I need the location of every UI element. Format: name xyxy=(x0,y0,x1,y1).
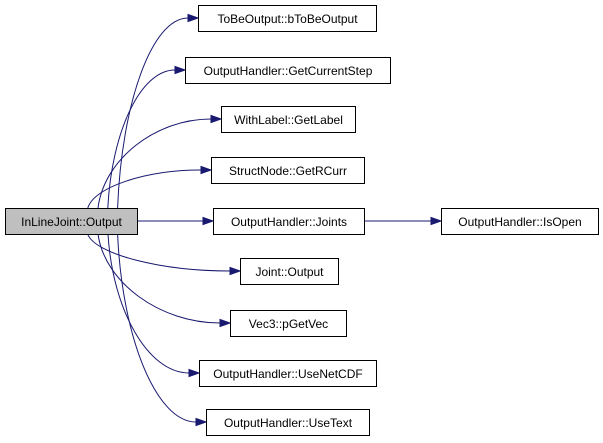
node-label: OutputHandler::IsOpen xyxy=(458,215,581,229)
arrowhead-icon xyxy=(200,165,213,175)
node-label: OutputHandler::Joints xyxy=(231,215,347,229)
node-struct-node-get-r-curr[interactable]: StructNode::GetRCurr xyxy=(211,157,365,184)
node-label: Joint::Output xyxy=(255,265,324,279)
node-label: OutputHandler::GetCurrentStep xyxy=(204,64,373,78)
node-output-handler-use-net-cdf[interactable]: OutputHandler::UseNetCDF xyxy=(199,360,377,387)
node-box xyxy=(213,208,365,235)
node-joint-output[interactable]: Joint::Output xyxy=(240,258,339,285)
node-output-handler-get-current-step[interactable]: OutputHandler::GetCurrentStep xyxy=(185,57,391,84)
node-box xyxy=(185,57,391,84)
call-edge-vec3-p-get-vec xyxy=(97,233,221,324)
arrowhead-icon xyxy=(202,216,215,226)
arrowhead-icon xyxy=(219,318,232,328)
call-graph-edges xyxy=(87,13,443,427)
arrowhead-icon xyxy=(187,13,200,23)
call-edge-joint-output xyxy=(87,233,231,272)
call-edge-output-handler-get-current-step xyxy=(107,69,176,209)
arrowhead-icon xyxy=(430,216,443,226)
call-edge-struct-node-get-r-curr xyxy=(87,169,202,209)
node-label: WithLabel::GetLabel xyxy=(234,113,343,127)
node-inline-joint-output[interactable]: InLineJoint::Output xyxy=(5,208,138,235)
call-edge-with-label-get-label xyxy=(97,118,212,209)
call-edge-output-handler-use-net-cdf xyxy=(107,233,190,374)
node-to-be-output-b-to-be-output[interactable]: ToBeOutput::bToBeOutput xyxy=(198,5,377,32)
node-box xyxy=(221,106,356,133)
node-label: StructNode::GetRCurr xyxy=(229,164,347,178)
arrowhead-icon xyxy=(174,65,187,75)
node-output-handler-joints[interactable]: OutputHandler::Joints xyxy=(213,208,365,235)
node-box xyxy=(211,157,365,184)
node-vec3-p-get-vec[interactable]: Vec3::pGetVec xyxy=(230,310,347,337)
node-box xyxy=(199,360,377,387)
arrowhead-icon xyxy=(210,114,223,124)
node-box xyxy=(206,409,370,436)
node-box xyxy=(240,258,339,285)
node-output-handler-is-open[interactable]: OutputHandler::IsOpen xyxy=(441,208,599,235)
node-box xyxy=(230,310,347,337)
node-box xyxy=(441,208,599,235)
node-label: Vec3::pGetVec xyxy=(249,317,328,331)
node-label: OutputHandler::UseNetCDF xyxy=(213,367,362,381)
node-label: OutputHandler::UseText xyxy=(224,416,353,430)
arrowhead-icon xyxy=(188,368,201,378)
call-edge-to-be-output-b-to-be-output xyxy=(117,17,189,209)
call-edge-output-handler-use-text xyxy=(117,233,197,423)
node-label: InLineJoint::Output xyxy=(21,215,122,229)
arrowhead-icon xyxy=(195,417,208,427)
root-node-box xyxy=(5,208,138,235)
node-with-label-get-label[interactable]: WithLabel::GetLabel xyxy=(221,106,356,133)
call-graph-nodes: InLineJoint::Output ToBeOutput::bToBeOutp… xyxy=(5,5,599,436)
arrowhead-icon xyxy=(229,266,242,276)
node-output-handler-use-text[interactable]: OutputHandler::UseText xyxy=(206,409,370,436)
node-label: ToBeOutput::bToBeOutput xyxy=(217,12,358,26)
node-box xyxy=(198,5,377,32)
